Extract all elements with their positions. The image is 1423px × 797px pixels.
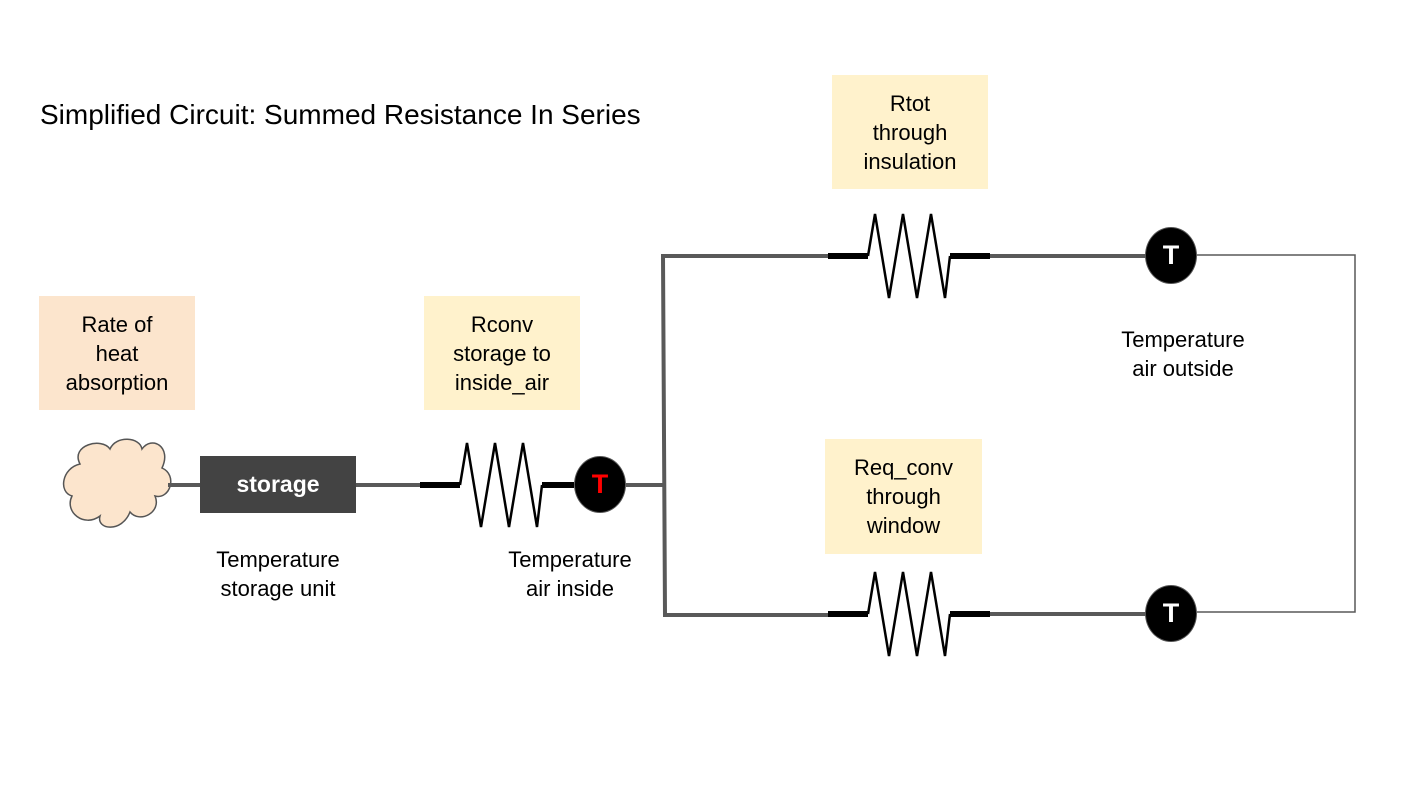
- label-line: Temperature: [508, 547, 632, 572]
- resistor-zigzag-icon: [828, 571, 990, 657]
- rconv-box: Rconv storage to inside_air: [424, 296, 580, 410]
- box-line: Rate of: [81, 311, 153, 337]
- cloud-icon: [62, 438, 172, 528]
- outside-temperature-node-bottom: T: [1145, 585, 1197, 642]
- label-line: air outside: [1132, 356, 1234, 381]
- box-line: Req_conv: [853, 455, 954, 480]
- storage-block: storage: [200, 456, 356, 513]
- box-line: window: [866, 513, 941, 538]
- air-outside-label: Temperature air outside: [1103, 325, 1263, 383]
- resistor-zigzag-icon: [420, 442, 574, 528]
- box-line: through: [872, 119, 948, 145]
- box-line: through: [866, 484, 941, 509]
- box-line: Rtot: [889, 90, 931, 116]
- wire-outside-return: [1197, 254, 1356, 613]
- box-line: Rconv: [470, 311, 534, 337]
- storage-temp-label: Temperature storage unit: [198, 545, 358, 603]
- label-line: Temperature: [216, 547, 340, 572]
- label-line: air inside: [525, 576, 615, 601]
- box-line: absorption: [65, 369, 169, 395]
- label-line: storage unit: [220, 576, 336, 601]
- box-line: insulation: [863, 148, 957, 174]
- inside-temperature-node: T: [574, 456, 626, 513]
- label-line: Temperature: [1121, 327, 1245, 352]
- rtot-box: Rtot through insulation: [832, 75, 988, 189]
- outside-temperature-node-top: T: [1145, 227, 1197, 284]
- box-line: inside_air: [454, 369, 550, 395]
- box-line: heat: [95, 340, 139, 366]
- box-line: storage to: [453, 340, 551, 366]
- wire-branch-vertical: [660, 254, 828, 617]
- req-conv-box: Req_conv through window: [825, 439, 982, 554]
- heat-absorption-box: Rate of heat absorption: [39, 296, 195, 410]
- resistor-zigzag-icon: [828, 213, 990, 299]
- diagram-title: Simplified Circuit: Summed Resistance In…: [40, 99, 641, 130]
- air-inside-label: Temperature air inside: [490, 545, 650, 603]
